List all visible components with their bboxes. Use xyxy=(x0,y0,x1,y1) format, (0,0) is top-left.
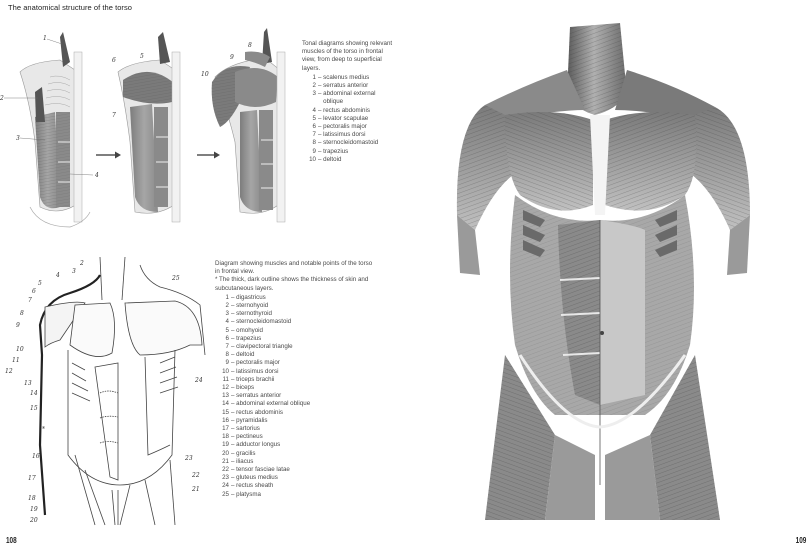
legend-item: 7– clavipectoral triangle xyxy=(225,343,293,351)
svg-text:1: 1 xyxy=(43,35,47,42)
svg-text:23: 23 xyxy=(184,455,193,462)
legend-item: 2– sternohyoid xyxy=(225,302,269,310)
svg-text:21: 21 xyxy=(191,486,200,493)
legend-item: 23– gluteus medius xyxy=(222,474,278,482)
legend-item: 9– pectoralis major xyxy=(225,359,280,367)
svg-text:14: 14 xyxy=(30,390,38,397)
legend-item: 24– rectus sheath xyxy=(222,482,274,490)
svg-text:2: 2 xyxy=(0,95,4,102)
right-arrow-icon xyxy=(197,151,220,159)
svg-text:5: 5 xyxy=(38,280,42,287)
outline-caption-note: * The thick, dark outline shows the thic… xyxy=(215,276,369,292)
legend-item: 11– triceps brachii xyxy=(222,375,275,383)
legend-item: 16– pyramidalis xyxy=(222,416,268,424)
svg-text:24: 24 xyxy=(194,377,203,384)
legend-item: 22– tensor fasciae latae xyxy=(222,466,290,474)
outline-diagram-figure: 2 3 4 5 6 7 8 9 10 11 12 13 14 15 * 16 1… xyxy=(0,245,210,530)
legend-item: 20– gracilis xyxy=(222,449,256,457)
svg-text:*: * xyxy=(42,426,45,433)
svg-text:13: 13 xyxy=(24,380,32,387)
outline-caption-intro: Diagram showing muscles and notable poin… xyxy=(215,260,373,276)
tonal-diagrams-caption: Tonal diagrams showing relevant muscles … xyxy=(302,40,397,164)
svg-text:10: 10 xyxy=(201,71,209,78)
legend-item: 12– biceps xyxy=(222,384,255,392)
legend-item: 7– latissimus dorsi xyxy=(312,131,366,139)
legend-item: 5– levator scapulae xyxy=(312,114,369,122)
outline-diagram-caption: Diagram showing muscles and notable poin… xyxy=(215,260,375,499)
stage-1-deep-layer: 1 2 3 4 xyxy=(0,32,99,228)
legend-item: 4– rectus abdominis xyxy=(312,106,370,114)
right-page: 109 xyxy=(405,0,810,547)
svg-text:7: 7 xyxy=(112,112,116,119)
page-number-right: 109 xyxy=(795,536,806,545)
outline-marker-labels: 2 3 4 5 6 7 8 9 10 11 12 13 14 15 * 16 1… xyxy=(5,260,203,524)
svg-text:3: 3 xyxy=(72,268,76,275)
legend-item: 4– sternocleidomastoid xyxy=(225,318,292,326)
torso-musculature-illustration xyxy=(456,23,750,520)
svg-text:5: 5 xyxy=(140,53,144,60)
legend-item: 8– sternocleidomastoid xyxy=(312,139,379,147)
outline-diagram-illustration: 2 3 4 5 6 7 8 9 10 11 12 13 14 15 * 16 1… xyxy=(5,256,206,526)
legend-item: 15– rectus abdominis xyxy=(222,408,283,416)
svg-text:17: 17 xyxy=(28,475,36,482)
right-arrow-icon xyxy=(96,151,121,159)
tonal-legend-list: 1– scalenus medius 2– serratus anterior … xyxy=(302,74,397,164)
tonal-diagrams-illustration: 1 2 3 4 6 xyxy=(0,28,286,228)
svg-text:3: 3 xyxy=(16,135,20,142)
svg-text:2: 2 xyxy=(79,260,84,267)
svg-text:9: 9 xyxy=(230,54,234,61)
legend-item: 25– platysma xyxy=(222,490,261,498)
svg-text:9: 9 xyxy=(16,322,20,329)
svg-text:4: 4 xyxy=(55,272,60,279)
tonal-diagrams-figure: 1 2 3 4 6 xyxy=(0,22,300,237)
svg-text:25: 25 xyxy=(171,275,180,282)
svg-text:6: 6 xyxy=(32,288,36,295)
svg-text:10: 10 xyxy=(16,346,24,353)
legend-item: 1– scalenus medius xyxy=(312,73,370,81)
svg-text:8: 8 xyxy=(20,310,24,317)
legend-item: 10– deltoid xyxy=(309,155,342,163)
legend-item: 21– iliacus xyxy=(222,457,254,465)
stage-2-middle-layer: 6 5 7 xyxy=(112,32,181,223)
svg-text:19: 19 xyxy=(30,506,38,513)
legend-item: 17– sartorius xyxy=(222,425,260,433)
svg-text:12: 12 xyxy=(5,368,13,375)
legend-item: 6– trapezius xyxy=(225,334,262,342)
tonal-caption-intro: Tonal diagrams showing relevant muscles … xyxy=(302,40,393,72)
legend-item: 3– sternothyroid xyxy=(225,310,272,318)
legend-item: 13– serratus anterior xyxy=(222,392,282,400)
legend-item: 14– abdominal external oblique xyxy=(222,400,311,408)
svg-text:20: 20 xyxy=(29,517,38,524)
running-title: The anatomical structure of the torso xyxy=(8,3,132,12)
svg-text:11: 11 xyxy=(12,357,20,364)
svg-text:8: 8 xyxy=(248,42,252,49)
legend-item: 19– adductor longus xyxy=(222,441,281,449)
svg-text:7: 7 xyxy=(28,297,32,304)
page-number-left: 108 xyxy=(6,536,17,545)
stage-3-superficial-layer: 8 9 10 xyxy=(201,28,286,223)
torso-pencil-drawing xyxy=(445,15,780,520)
legend-item: 8– deltoid xyxy=(225,351,255,359)
outline-legend-list: 1– digastricus 2– sternohyoid 3– sternot… xyxy=(215,294,375,499)
legend-item: 10– latissimus dorsi xyxy=(222,367,279,375)
svg-text:6: 6 xyxy=(112,57,116,64)
legend-item: 9– trapezius xyxy=(312,147,349,155)
legend-item: 3– abdominal external oblique xyxy=(312,90,376,106)
svg-text:4: 4 xyxy=(94,172,99,179)
legend-item: 2– serratus anterior xyxy=(312,82,369,90)
svg-text:22: 22 xyxy=(191,472,200,479)
legend-item: 6– pectoralis major xyxy=(312,123,367,131)
svg-text:18: 18 xyxy=(28,495,36,502)
legend-item: 5– omohyoid xyxy=(225,326,264,334)
legend-item: 1– digastricus xyxy=(225,293,266,301)
svg-text:15: 15 xyxy=(30,405,38,412)
legend-item: 18– pectineus xyxy=(222,433,263,441)
svg-text:16: 16 xyxy=(32,453,40,460)
left-page: The anatomical structure of the torso xyxy=(0,3,397,545)
